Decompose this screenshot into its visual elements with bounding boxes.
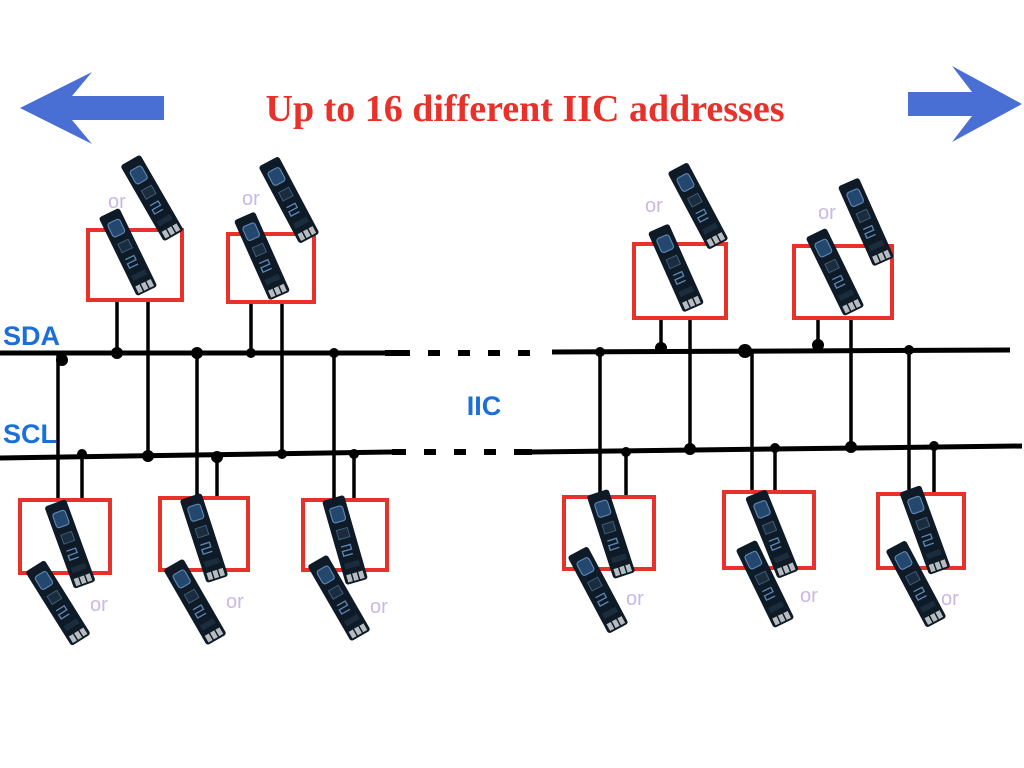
diagram-title: Up to 16 different IIC addresses (266, 88, 785, 130)
bus-lines (0, 347, 1023, 461)
or-label: or (941, 588, 959, 610)
junction-dots (56, 339, 939, 463)
sensor-module-icon (233, 210, 291, 302)
sensor-module-icon (97, 207, 159, 297)
device-wires (56, 300, 936, 500)
arrow-right-icon (908, 66, 1022, 142)
sda-label: SDA (3, 321, 60, 351)
sensor-module-icon (666, 161, 730, 251)
or-label: or (90, 594, 108, 616)
or-label: or (800, 585, 818, 607)
or-label: or (370, 596, 388, 618)
or-label: or (108, 191, 126, 213)
or-labels: or or or or or or or or or or (90, 188, 959, 618)
or-label: or (645, 195, 663, 217)
or-label: or (226, 591, 244, 613)
sensor-module-icon (804, 227, 866, 317)
bus-gap-dashes (385, 350, 532, 455)
device-frame (632, 242, 728, 320)
arrow-left-icon (20, 72, 164, 144)
sensor-module-icon (647, 222, 705, 314)
sensor-module-icon (257, 155, 321, 245)
or-label: or (242, 188, 260, 210)
device-frame (86, 228, 184, 302)
iic-label: IIC (467, 391, 502, 421)
or-label: or (626, 588, 644, 610)
scl-label: SCL (3, 419, 57, 449)
sensor-module-icon (837, 176, 895, 268)
sda-line-right (551, 347, 1011, 355)
device-frame (792, 244, 894, 320)
or-label: or (818, 202, 836, 224)
device-frame (226, 232, 316, 304)
